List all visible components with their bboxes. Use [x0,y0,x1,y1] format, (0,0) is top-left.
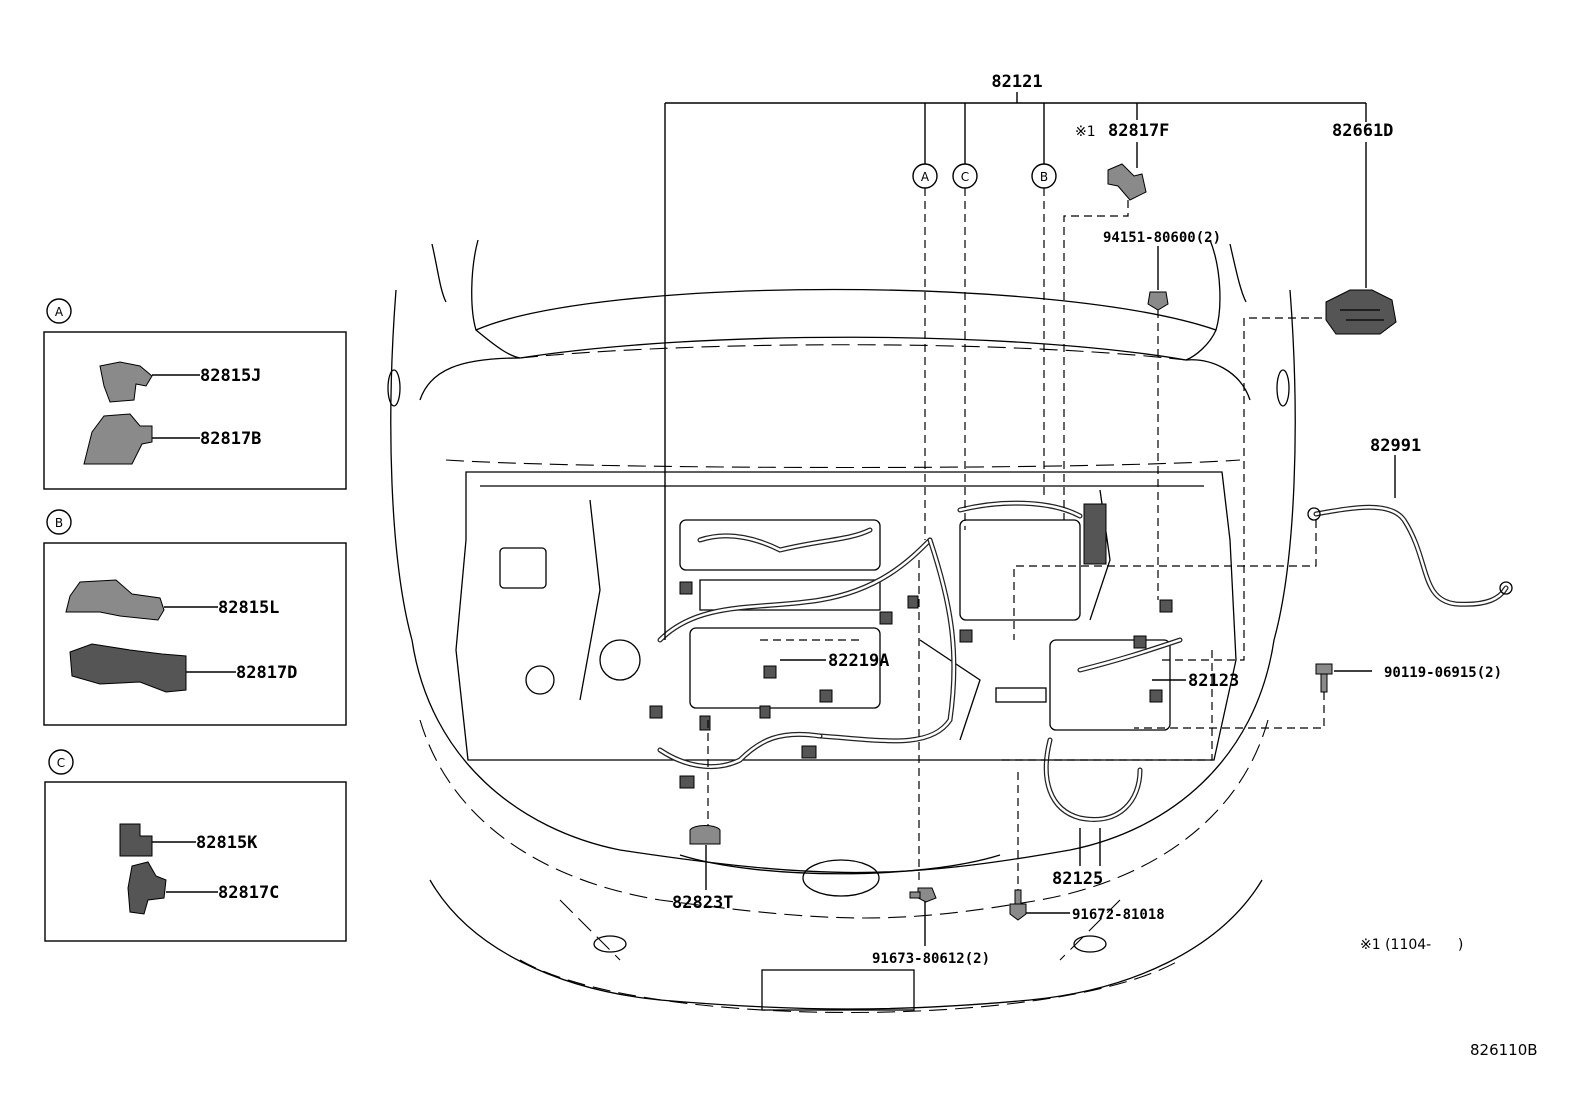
label-91673: 91673-80612(2) [872,951,990,967]
label-82661D: 82661D [1332,121,1393,141]
label-91672: 91672-81018 [1072,907,1165,923]
label-82823T: 82823T [672,893,733,913]
svg-text:A: A [921,170,930,184]
detail-box-A: A 82815J 82817B [43,298,347,490]
label-90119: 90119-06915(2) [1384,665,1502,681]
footnote: ※1 (1104- ) [1360,937,1463,953]
box-B-letter: B [55,516,63,530]
part-82823T-clamp [689,825,721,845]
label-82815K: 82815K [196,833,258,853]
label-82219A: 82219A [828,651,889,671]
box-C-letter: C [57,756,65,770]
callout-A: A [912,163,938,189]
part-90119-bolt [1315,663,1333,693]
svg-text:C: C [961,170,969,184]
part-82815L [65,579,165,621]
part-94151-nut [1147,291,1169,311]
part-82991-wire [1307,504,1513,607]
svg-text:B: B [1040,170,1048,184]
label-82815L: 82815L [218,598,279,618]
part-91672-bolt [1009,889,1027,921]
part-82817F [1107,163,1147,201]
detail-box-C: C 82815K 82817C [44,749,347,942]
part-82661D [1325,289,1397,335]
part-82815J [99,361,153,403]
label-82123: 82123 [1188,671,1239,691]
callout-B: B [1031,163,1057,189]
label-82815J: 82815J [200,366,261,386]
label-82817F: 82817F [1108,121,1169,141]
label-82125: 82125 [1052,869,1103,889]
part-82817C [127,861,167,915]
part-82817B [83,413,153,465]
label-82817B: 82817B [200,429,261,449]
part-82815K [119,823,153,857]
part-91673-bolt [909,887,937,903]
box-A-letter: A [55,305,64,319]
diagram-code: 826110B [1470,1041,1538,1059]
part-82817D [69,643,187,693]
engine-harness [649,500,1183,822]
leader-lines [664,92,1396,946]
callout-C: C [952,163,978,189]
detail-box-B: B 82815L 82817D [43,509,347,726]
label-82817D: 82817D [236,663,297,683]
label-94151: 94151-80600(2) [1103,230,1221,246]
label-82991: 82991 [1370,436,1421,456]
label-82121: 82121 [991,72,1042,92]
engine-components [499,489,1171,741]
note-mark-1: ※1 [1075,124,1096,140]
label-82817C: 82817C [218,883,279,903]
car-body-outline [387,239,1296,1013]
